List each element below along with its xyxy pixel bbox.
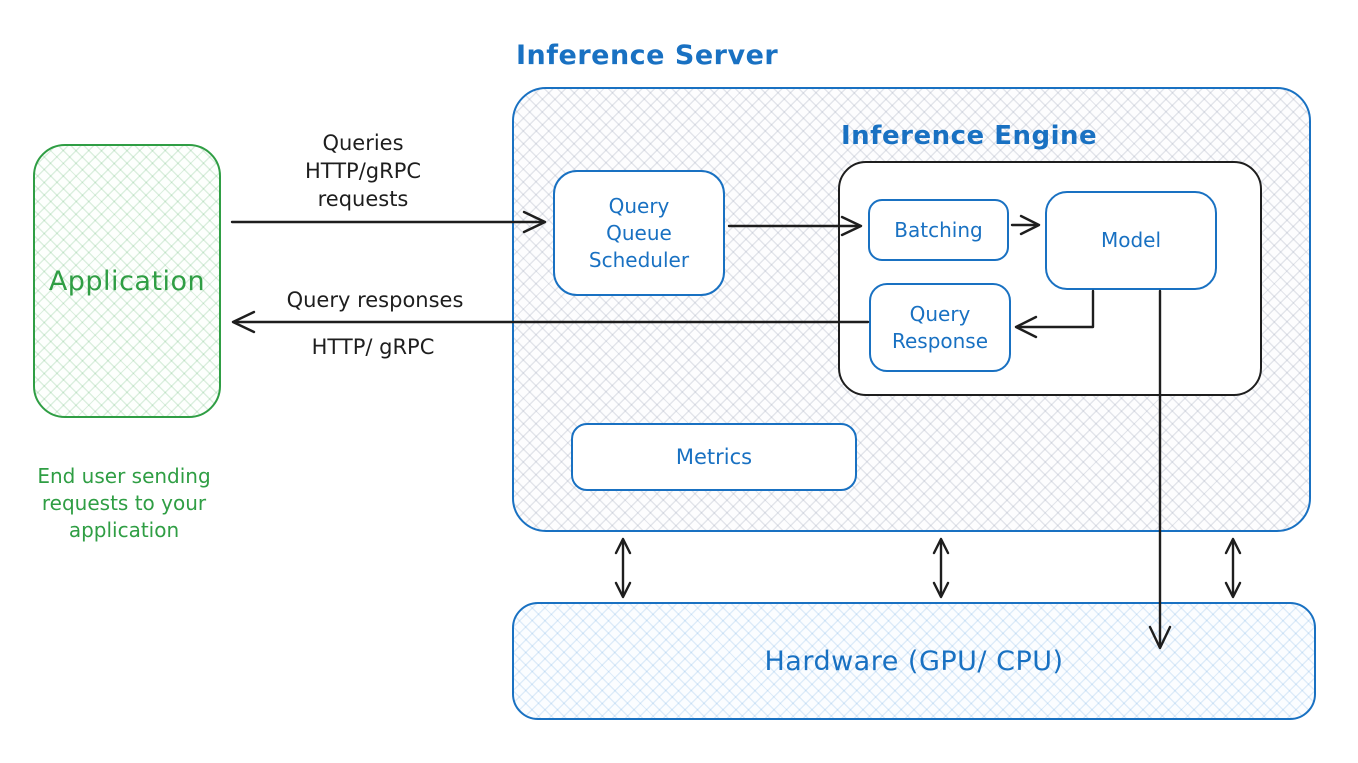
batching-label: Batching bbox=[894, 217, 983, 242]
server-hardware-doublearrow-right bbox=[1224, 537, 1242, 599]
server-hardware-doublearrow-middle bbox=[932, 537, 950, 599]
model-box: Model bbox=[1045, 191, 1217, 290]
caption-line: application bbox=[68, 518, 180, 542]
application-caption: End user sending requests to your applic… bbox=[14, 463, 234, 544]
query-response-label: Query Response bbox=[892, 301, 988, 355]
queries-label-line: requests bbox=[317, 187, 409, 211]
responses-arrow-label-top: Query responses bbox=[286, 288, 464, 312]
application-box: Application bbox=[33, 144, 221, 418]
inference-engine-title: Inference Engine bbox=[841, 121, 1098, 151]
qr-line: Query bbox=[909, 301, 971, 326]
query-queue-scheduler-box: Query Queue Scheduler bbox=[553, 170, 725, 296]
metrics-box: Metrics bbox=[571, 423, 857, 491]
queries-label-line: HTTP/gRPC bbox=[304, 159, 422, 183]
inference-server-title: Inference Server bbox=[516, 40, 779, 71]
responses-arrow-label-bottom: HTTP/ gRPC bbox=[311, 335, 435, 359]
metrics-label: Metrics bbox=[675, 444, 753, 469]
application-label: Application bbox=[48, 265, 206, 297]
model-label: Model bbox=[1100, 228, 1162, 252]
qqs-line: Scheduler bbox=[588, 247, 690, 272]
query-queue-scheduler-label: Query Queue Scheduler bbox=[589, 193, 689, 274]
server-hardware-doublearrow-left bbox=[614, 537, 632, 599]
queries-label-line: Queries bbox=[322, 131, 404, 155]
caption-line: End user sending bbox=[37, 464, 211, 488]
queries-arrow bbox=[230, 210, 547, 234]
queries-arrow-label: Queries HTTP/gRPC requests bbox=[305, 129, 421, 213]
hardware-label: Hardware (GPU/ CPU) bbox=[764, 645, 1064, 677]
qqs-line: Query bbox=[608, 193, 670, 218]
caption-line: requests to your bbox=[41, 491, 207, 515]
query-response-box: Query Response bbox=[869, 283, 1011, 372]
qr-line: Response bbox=[891, 328, 989, 353]
batching-box: Batching bbox=[868, 199, 1009, 261]
qqs-line: Queue bbox=[606, 220, 672, 245]
hardware-box: Hardware (GPU/ CPU) bbox=[512, 602, 1316, 720]
